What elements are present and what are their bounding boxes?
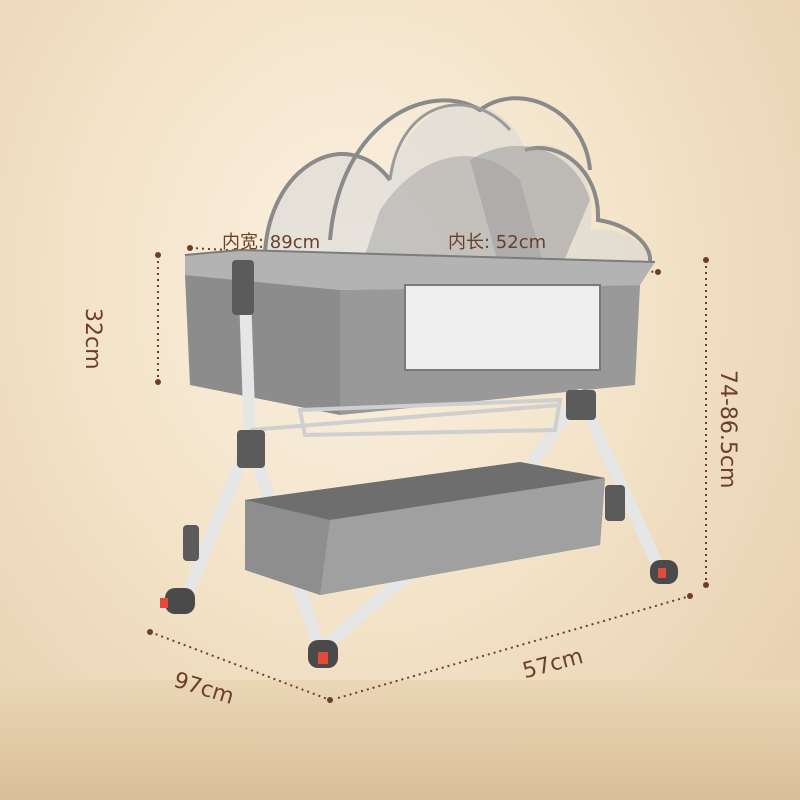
crib-basket <box>184 248 656 415</box>
depth-label: 32cm <box>80 308 105 370</box>
floor <box>0 680 800 800</box>
inner-length-label: 内长: 52cm <box>448 232 547 253</box>
canopy <box>262 96 653 271</box>
wheel-front-left <box>160 588 195 614</box>
wheel-back-right <box>650 560 678 584</box>
storage-basket <box>245 462 605 595</box>
height-label: 74-86.5cm <box>715 370 740 489</box>
dimension-markers <box>147 245 709 703</box>
wheel-front-right <box>308 640 338 668</box>
wheels <box>160 560 678 668</box>
frame-rails <box>249 397 563 438</box>
mesh-window <box>404 284 601 371</box>
inner-width-label: 内宽: 89cm <box>222 232 321 253</box>
frame-joints <box>183 260 625 561</box>
